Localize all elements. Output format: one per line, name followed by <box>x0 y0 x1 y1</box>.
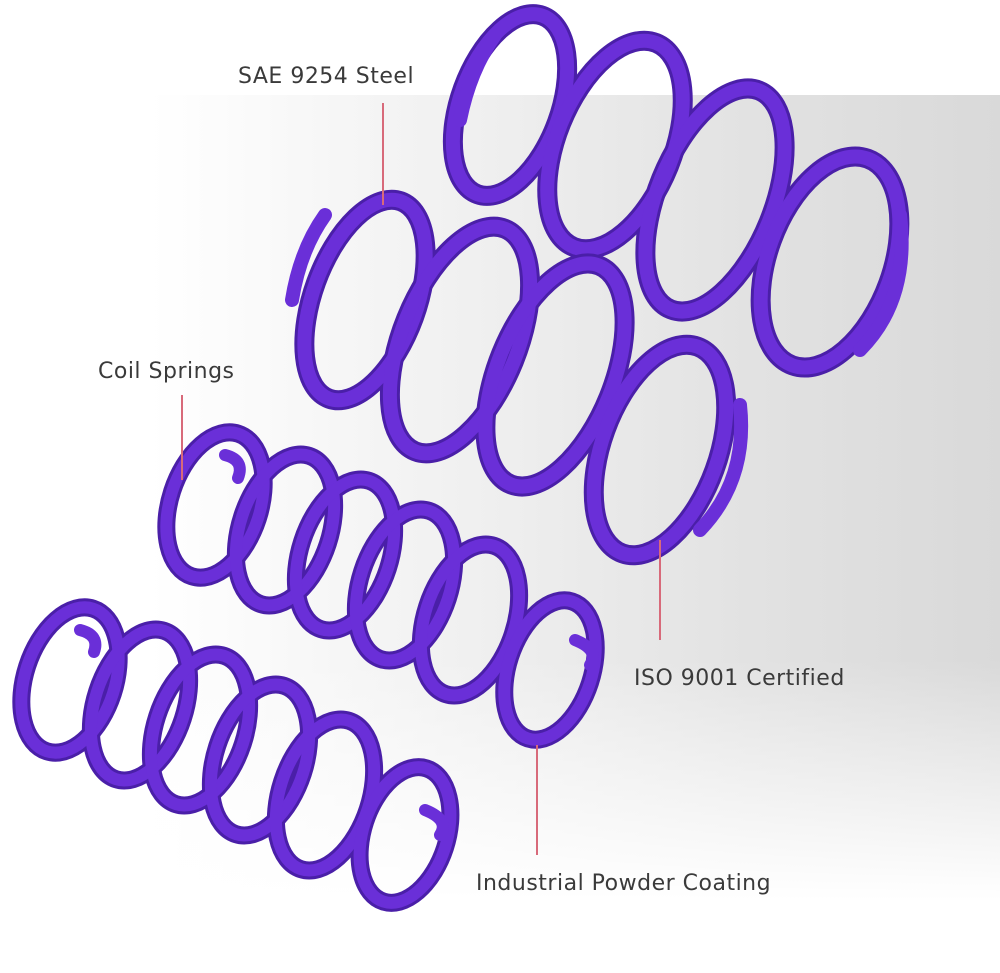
spring-rear-upper <box>157 423 605 749</box>
callout-product: Coil Springs <box>98 359 235 384</box>
callout-certification: ISO 9001 Certified <box>634 666 845 691</box>
callout-material: SAE 9254 Steel <box>238 64 415 89</box>
spring-back <box>442 4 910 378</box>
leader-lines <box>181 103 661 855</box>
callout-finish: Industrial Powder Coating <box>476 871 772 896</box>
spring-middle <box>285 189 749 566</box>
spring-rear-lower <box>12 598 460 912</box>
